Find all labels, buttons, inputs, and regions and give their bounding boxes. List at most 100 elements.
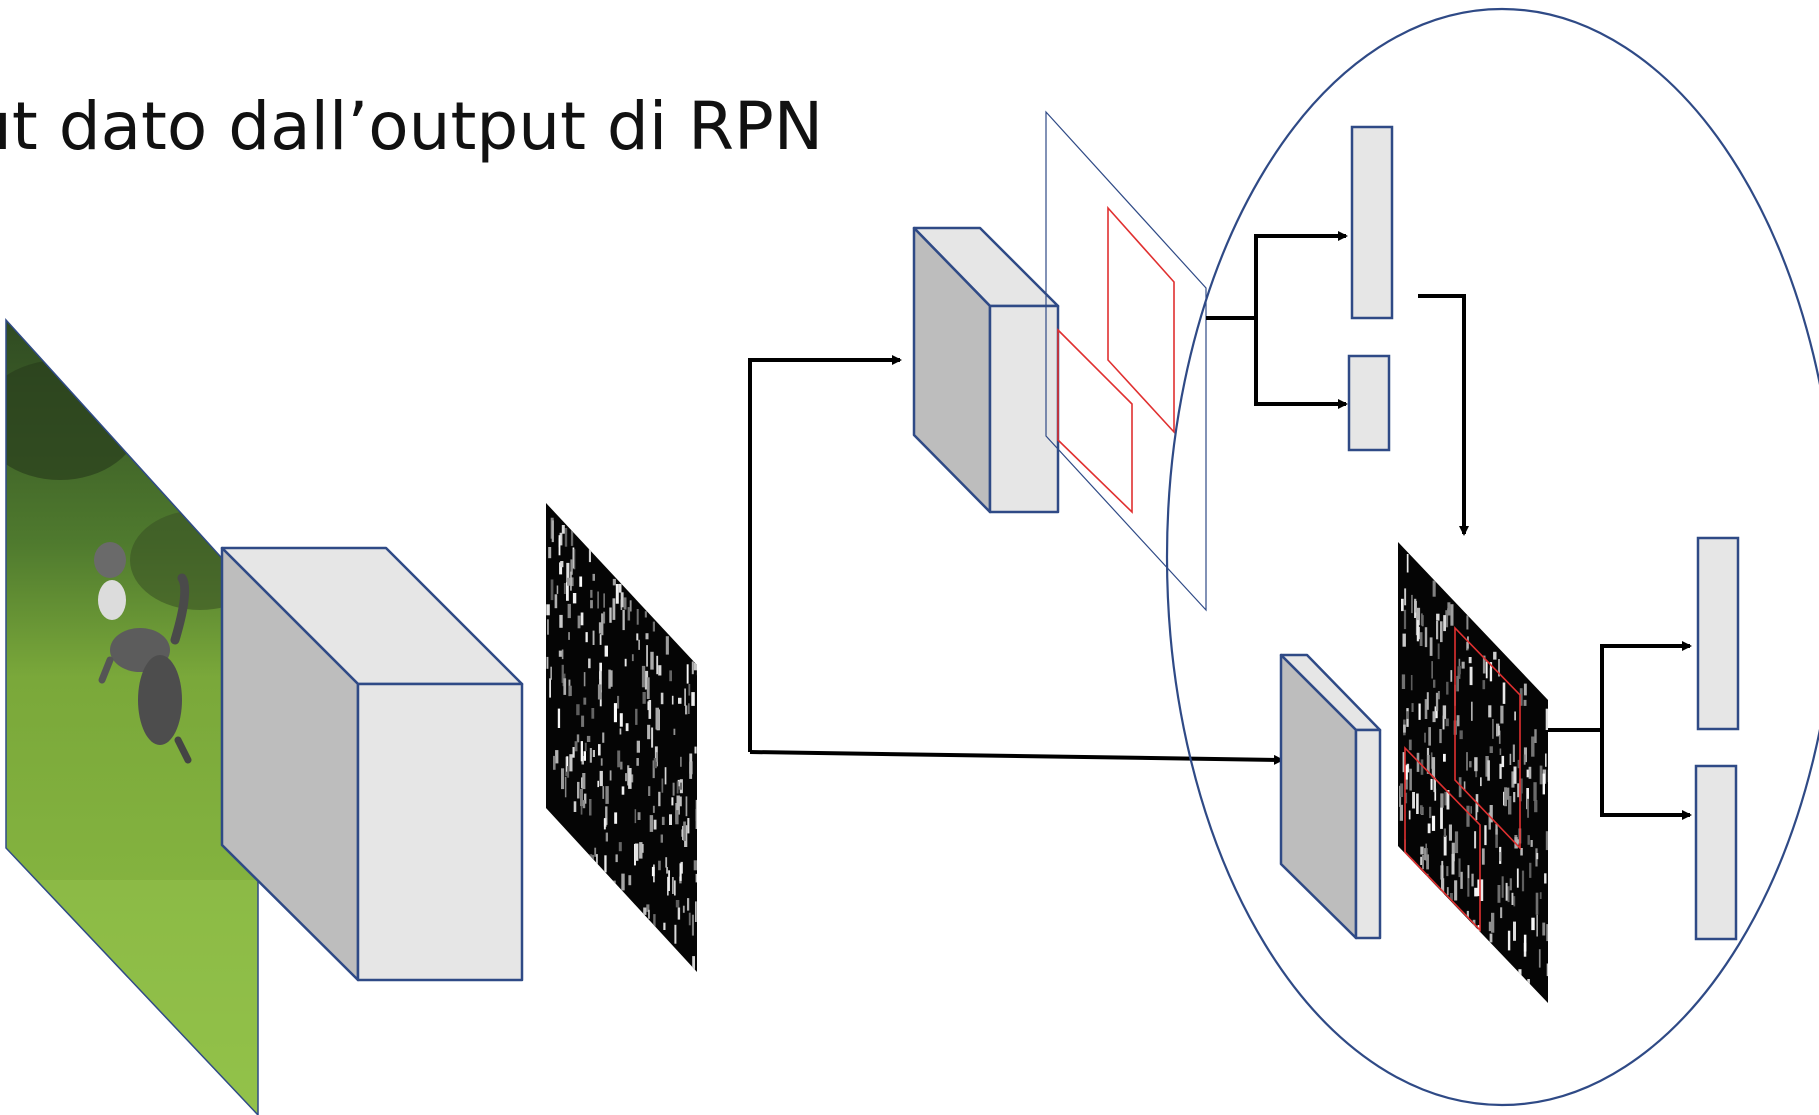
feature-activation <box>603 819 606 830</box>
feature-activation <box>1521 870 1525 892</box>
proposal-box <box>1107 205 1175 435</box>
head-output-classification <box>1696 536 1740 731</box>
feature-activation <box>660 834 663 843</box>
feature-activation <box>601 613 604 636</box>
feature-activation <box>570 529 574 546</box>
feature-activation <box>1518 975 1521 996</box>
feature-activation <box>627 607 631 621</box>
feature-activation <box>653 819 657 830</box>
feature-activation <box>645 633 649 640</box>
feature-activation <box>665 636 669 655</box>
feature-activation <box>1527 835 1530 845</box>
feature-activation <box>572 747 575 758</box>
feature-activation <box>648 700 652 719</box>
feature-activation <box>559 532 563 546</box>
feature-activation <box>639 842 643 859</box>
feature-activation <box>1446 790 1450 810</box>
feature-activation <box>1545 708 1548 730</box>
feature-activation <box>1411 703 1414 712</box>
feature-activation <box>1467 636 1469 649</box>
feature-activation <box>612 598 616 620</box>
feature-activation <box>577 615 581 629</box>
feature-activation <box>656 655 659 675</box>
feature-activation <box>615 854 618 863</box>
feature-activation <box>1545 831 1548 851</box>
feature-activation <box>1529 862 1532 878</box>
feature-activation <box>664 947 668 956</box>
feature-activation <box>621 873 625 891</box>
feature-activation <box>609 607 612 623</box>
feature-activation <box>694 746 697 754</box>
feature-activation <box>1509 753 1512 765</box>
head-output-box-regression <box>1694 764 1738 941</box>
feature-map-icon <box>546 517 697 972</box>
feature-activation <box>1436 613 1440 621</box>
feature-activation <box>687 898 690 911</box>
feature-activation <box>1488 705 1492 718</box>
feature-activation <box>614 812 618 824</box>
feature-activation <box>650 651 654 670</box>
feature-activation <box>1539 765 1543 785</box>
feature-activation <box>592 573 595 581</box>
feature-activation <box>1440 793 1444 808</box>
feature-activation <box>556 585 559 594</box>
feature-activation <box>691 661 694 675</box>
feature-activation <box>599 770 603 787</box>
feature-activation <box>1450 670 1453 682</box>
feature-activation <box>553 755 556 770</box>
feature-activation <box>1511 976 1513 991</box>
feature-activation <box>1533 782 1537 801</box>
feature-activation <box>1406 711 1409 719</box>
feature-activation <box>619 728 622 735</box>
feature-activation <box>1530 840 1533 847</box>
feature-activation <box>1492 719 1494 739</box>
feature-activation <box>1471 701 1473 721</box>
feature-activation <box>1414 598 1417 613</box>
feature-activation <box>555 750 559 764</box>
feature-activation <box>652 760 655 779</box>
feature-activation <box>558 535 561 556</box>
feature-activation <box>1469 666 1473 686</box>
feature-activation <box>1489 933 1493 943</box>
feature-activation <box>1421 613 1423 626</box>
feature-activation <box>577 781 580 799</box>
feature-activation <box>667 876 669 896</box>
feature-activation <box>621 786 625 795</box>
feature-activation <box>692 956 695 972</box>
feature-activation <box>613 703 617 723</box>
feature-activation <box>1536 853 1539 860</box>
feature-activation <box>653 925 656 941</box>
feature-activation <box>599 662 602 672</box>
feature-activation <box>1458 658 1461 672</box>
feature-activation <box>1438 899 1442 908</box>
feature-activation <box>635 843 639 861</box>
feature-activation <box>1447 602 1451 616</box>
feature-activation <box>1547 769 1548 783</box>
feature-activation <box>1520 848 1523 856</box>
feature-activation <box>642 692 646 704</box>
feature-activation <box>1488 921 1492 932</box>
roi-box <box>1404 746 1481 932</box>
feature-activation <box>655 752 658 762</box>
feature-activation <box>1470 806 1472 814</box>
feature-activation <box>580 789 583 807</box>
feature-activation <box>1485 756 1489 777</box>
feature-activation <box>1544 873 1547 884</box>
feature-activation <box>646 904 650 912</box>
feature-activation <box>679 796 682 807</box>
feature-activation <box>1466 752 1468 771</box>
feature-activation <box>696 668 697 676</box>
feature-activation <box>1482 680 1486 690</box>
feature-activation <box>592 750 595 757</box>
feature-activation <box>688 912 691 926</box>
feature-activation <box>1463 923 1467 945</box>
feature-activation <box>602 732 605 743</box>
feature-activation <box>1459 730 1463 740</box>
feature-activation <box>1507 886 1510 903</box>
feature-activation <box>1499 763 1502 779</box>
feature-activation <box>570 559 573 575</box>
feature-activation <box>1534 800 1538 813</box>
feature-activation <box>643 907 647 915</box>
feature-activation <box>674 880 676 896</box>
feature-activation <box>1527 988 1529 997</box>
